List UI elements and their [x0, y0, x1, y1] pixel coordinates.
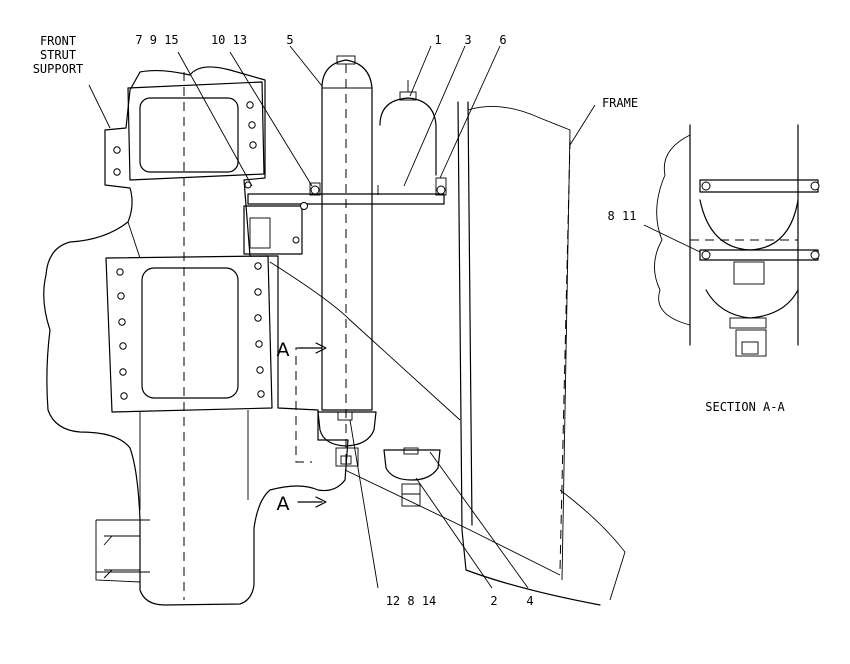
label-section-a-a: SECTION A-A	[705, 400, 785, 414]
mounting-bracket	[243, 177, 447, 255]
label-7-9-15: 7 9 15	[135, 33, 178, 47]
label-strut: STRUT	[40, 48, 76, 62]
label-support: SUPPORT	[33, 62, 84, 76]
label-2: 2	[490, 594, 497, 608]
label-12-8-14: 12 8 14	[386, 594, 437, 608]
accumulator	[379, 80, 437, 176]
leader-lines	[88, 45, 701, 589]
front-strut-support-casting	[43, 66, 349, 606]
frame-outline	[269, 101, 626, 606]
label-6: 6	[499, 33, 506, 47]
label-5: 5	[286, 33, 293, 47]
label-1: 1	[434, 33, 441, 47]
label-3: 3	[464, 33, 471, 47]
pressure-switch	[383, 447, 441, 507]
section-a-a-view	[654, 124, 820, 357]
label-10-13: 10 13	[211, 33, 247, 47]
section-cut-line	[295, 342, 327, 508]
section-marker-bottom: A	[277, 493, 290, 515]
cylinder-assembly	[317, 55, 377, 470]
label-8-11: 8 11	[608, 209, 637, 223]
section-marker-top: A	[277, 339, 290, 361]
label-front: FRONT	[40, 34, 76, 48]
label-frame: FRAME	[602, 96, 638, 110]
callout-labels: FRONT STRUT SUPPORT 7 9 15 10 13 5 1 3 6…	[33, 33, 786, 608]
label-4: 4	[526, 594, 533, 608]
